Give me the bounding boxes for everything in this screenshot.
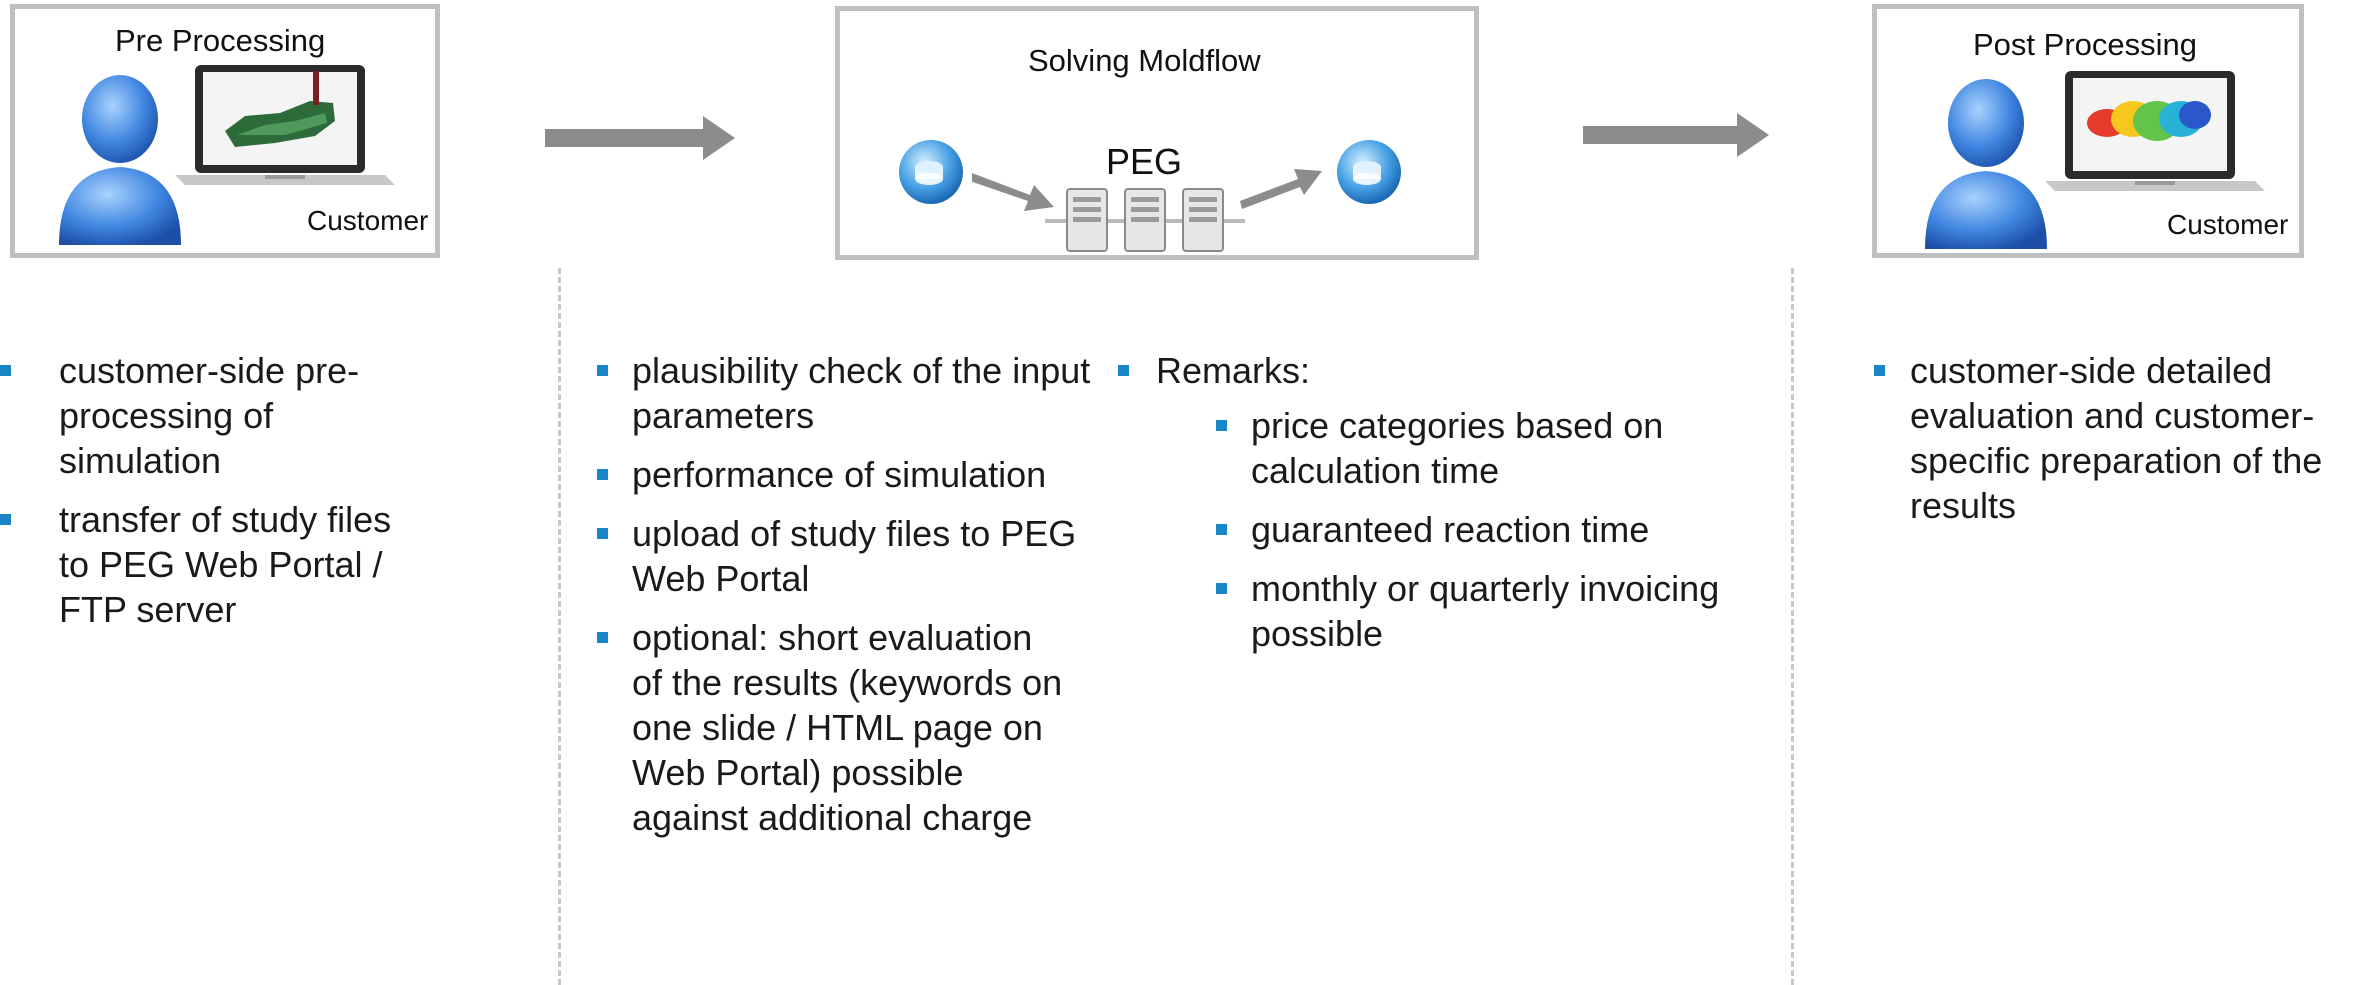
bullet-marker [1118, 365, 1129, 376]
list-item: upload of study files to PEG Web Portal [597, 511, 1107, 601]
bullet-marker [0, 365, 11, 376]
solving-moldflow-title: Solving Moldflow [1028, 43, 1261, 78]
list-item: monthly or quarterly invoicing possible [1216, 566, 1756, 656]
bullet-marker [1216, 583, 1227, 594]
remarks-section: Remarks: price categories based on calcu… [1118, 348, 1758, 660]
pre-processing-title: Pre Processing [115, 23, 326, 58]
solving-bullets: plausibility check of the input paramete… [597, 348, 1107, 854]
column-divider-2 [1791, 268, 1794, 985]
pre-processing-box: Pre Processing Customer [10, 4, 440, 258]
customer-user-icon [59, 75, 181, 245]
bullet-text: transfer of study files to PEG Web Porta… [59, 499, 392, 630]
bullet-text: customer-side detailed evaluation and cu… [1910, 350, 2323, 526]
transfer-arrow-in-icon [972, 173, 1054, 211]
bullet-marker [597, 528, 608, 539]
post-processing-bullets: customer-side detailed evaluation and cu… [1874, 348, 2364, 542]
list-item: price categories based on calculation ti… [1216, 403, 1756, 493]
bullet-text: upload of study files to PEG Web Portal [632, 513, 1077, 599]
solving-moldflow-box: Solving Moldflow PEG [835, 6, 1479, 260]
list-item: performance of simulation [597, 452, 1107, 497]
bullet-text: guaranteed reaction time [1251, 509, 1650, 550]
bullet-text: monthly or quarterly invoicing possible [1251, 568, 1720, 654]
post-customer-caption: Customer [2167, 209, 2289, 240]
bullet-marker [0, 514, 11, 525]
bullet-marker [1874, 365, 1885, 376]
flow-arrow-2 [1583, 113, 1769, 157]
column-divider-1 [558, 268, 561, 985]
server-cluster-icon [1045, 188, 1245, 252]
post-processing-box: Post Processing Customer [1872, 4, 2304, 258]
bullet-text: optional: short evaluation of the result… [632, 617, 1063, 838]
list-item: customer-side detailed evaluation and cu… [1874, 348, 2364, 528]
database-left-icon [899, 140, 963, 204]
bullet-marker [597, 365, 608, 376]
database-right-icon [1337, 140, 1401, 204]
remarks-items: price categories based on calculation ti… [1216, 403, 1756, 656]
bullet-text: performance of simulation [632, 454, 1047, 495]
bullet-marker [597, 469, 608, 480]
list-item: guaranteed reaction time [1216, 507, 1756, 552]
bullet-text: price categories based on calculation ti… [1251, 405, 1664, 491]
bullet-text: plausibility check of the input paramete… [632, 350, 1091, 436]
customer-user-icon [1925, 79, 2047, 249]
remarks-heading-row: Remarks: [1118, 348, 1758, 393]
flow-arrow-1 [545, 116, 735, 160]
list-item: transfer of study files to PEG Web Porta… [0, 497, 420, 632]
bullet-marker [1216, 420, 1227, 431]
list-item: optional: short evaluation of the result… [597, 615, 1072, 840]
pre-customer-caption: Customer [307, 205, 429, 236]
peg-server-label: PEG [1106, 141, 1183, 182]
remarks-heading: Remarks: [1156, 350, 1311, 391]
list-item: customer-side pre-processing of simulati… [0, 348, 420, 483]
bullet-marker [597, 632, 608, 643]
transfer-arrow-out-icon [1240, 169, 1322, 209]
pre-processing-bullets: customer-side pre-processing of simulati… [0, 348, 420, 646]
post-processing-title: Post Processing [1973, 27, 2197, 62]
laptop-results-plot-icon [2045, 71, 2265, 191]
laptop-mold-model-icon [175, 65, 395, 185]
bullet-marker [1216, 524, 1227, 535]
list-item: plausibility check of the input paramete… [597, 348, 1107, 438]
bullet-text: customer-side pre-processing of simulati… [59, 350, 360, 481]
